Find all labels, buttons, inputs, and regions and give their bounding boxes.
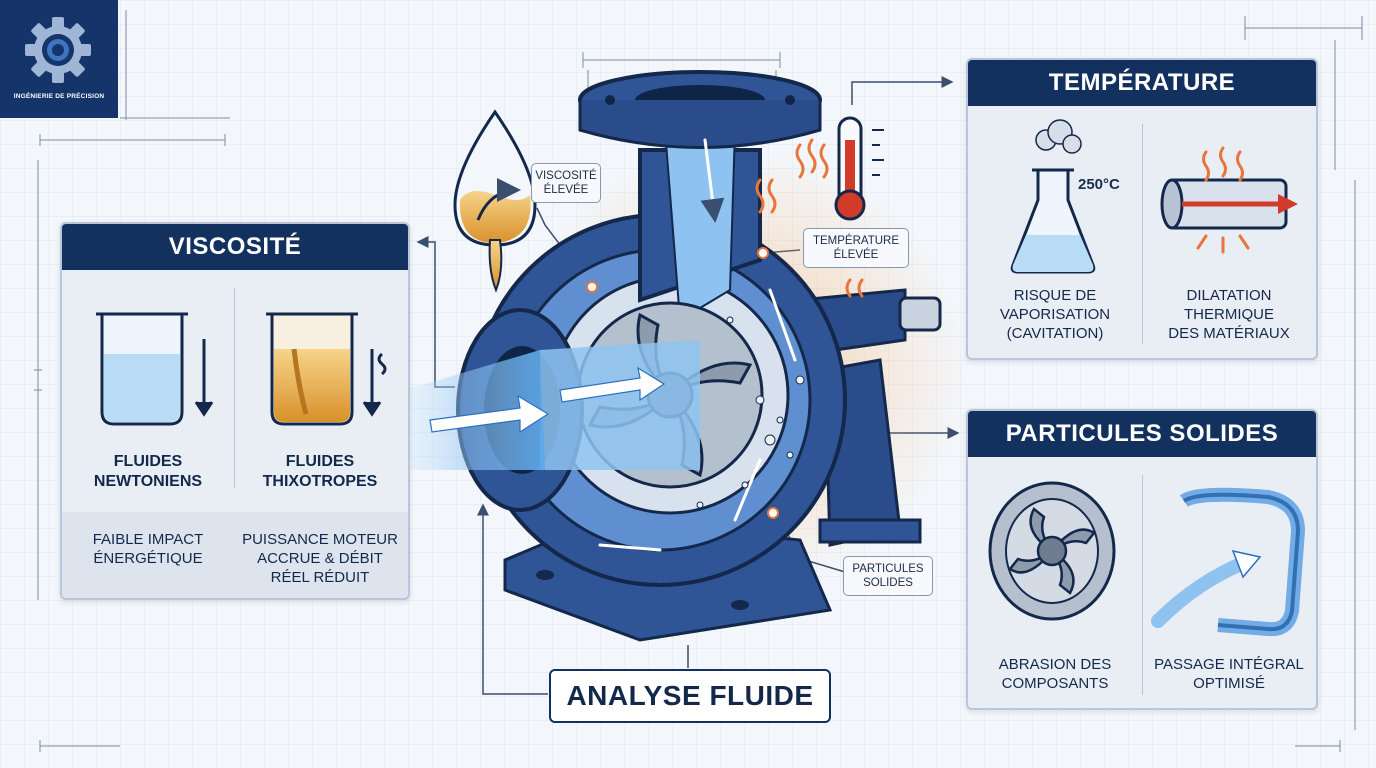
dimension-line-pump-top bbox=[582, 52, 781, 68]
arrow-down-icon bbox=[194, 339, 214, 417]
temperature-card-illustrations bbox=[1010, 119, 1298, 274]
label-thermal-expansion: DILATATION THERMIQUE DES MATÉRIAUX bbox=[1168, 287, 1290, 342]
particles-card-illustrations bbox=[988, 481, 1306, 637]
viscous-droplet-icon bbox=[453, 109, 537, 293]
particles-card: PARTICULES SOLIDES ABRASION DES COMPOSAN… bbox=[966, 409, 1318, 710]
frame-corner-top-left bbox=[120, 10, 230, 120]
viscosity-card: VISCOSITÉ FLUIDES NEWTONIENS FLUIDES THI… bbox=[60, 222, 410, 600]
pump-discharge-pipe bbox=[578, 70, 822, 322]
viscosity-card-title: VISCOSITÉ bbox=[62, 224, 408, 270]
thermometer-icon bbox=[834, 116, 884, 221]
particles-card-title: PARTICULES SOLIDES bbox=[968, 411, 1316, 457]
marker-dot-viscosity bbox=[586, 281, 598, 293]
callout-viscosity-high: VISCOSITÉ ÉLEVÉE bbox=[531, 163, 601, 203]
viscosity-card-divider bbox=[234, 288, 235, 488]
viscosity-card-illustrations bbox=[96, 312, 387, 426]
brand-logo: INGÉNIERIE DE PRÉCISION bbox=[0, 0, 118, 118]
logo-text: INGÉNIERIE DE PRÉCISION bbox=[13, 93, 105, 100]
label-component-abrasion: ABRASION DES COMPOSANTS bbox=[998, 656, 1112, 692]
dimension-line-top-left bbox=[39, 134, 226, 146]
particles-card-divider bbox=[1142, 475, 1143, 695]
flow-arrows bbox=[405, 138, 797, 552]
temperature-card-title: TEMPÉRATURE bbox=[968, 60, 1316, 106]
label-newtonian-fluids: FLUIDES NEWTONIENS bbox=[93, 453, 203, 490]
arrow-from-title bbox=[477, 503, 548, 695]
flask-steam-icon bbox=[1010, 119, 1096, 274]
gear-icon bbox=[25, 17, 91, 83]
open-channel-impeller-icon bbox=[1151, 487, 1306, 637]
frame-line-left bbox=[34, 160, 42, 600]
label-higher-power-reduced-flow: PUISSANCE MOTEUR ACCRUE & DÉBIT RÉEL RÉD… bbox=[242, 531, 398, 586]
temperature-value: 250°C bbox=[1078, 176, 1120, 193]
label-thixotropic-fluids: FLUIDES THIXOTROPES bbox=[262, 453, 378, 490]
label-vaporization-risk: RISQUE DE VAPORISATION (CAVITATION) bbox=[999, 287, 1111, 342]
arrow-to-temperature-card bbox=[851, 76, 954, 105]
temperature-card-divider bbox=[1142, 124, 1143, 344]
beaker-water-icon bbox=[96, 312, 188, 426]
callout-solid-particles: PARTICULES SOLIDES bbox=[843, 556, 933, 596]
dimension-line-bottom-left bbox=[39, 740, 120, 752]
arrow-down-wavy-icon bbox=[362, 349, 387, 417]
pipe-expansion-icon bbox=[1160, 146, 1298, 254]
marker-dot-temperature bbox=[757, 247, 769, 259]
heat-wave-icon bbox=[755, 138, 864, 298]
viscosity-impact-band bbox=[62, 512, 408, 598]
main-title: ANALYSE FLUIDE bbox=[549, 669, 831, 723]
dimension-line-top-right bbox=[1244, 16, 1363, 40]
label-optimized-full-passage: PASSAGE INTÉGRAL OPTIMISÉ bbox=[1154, 656, 1304, 692]
callout-temperature-high: TEMPÉRATURE ÉLEVÉE bbox=[803, 228, 909, 268]
dimension-line-bottom-right bbox=[1295, 740, 1341, 752]
label-low-energy-impact: FAIBLE IMPACT ÉNERGÉTIQUE bbox=[92, 531, 204, 567]
worn-impeller-icon bbox=[988, 481, 1116, 621]
solid-particles bbox=[696, 316, 805, 509]
marker-dot-particles bbox=[767, 507, 779, 519]
temperature-card: TEMPÉRATURE 250°C RISQUE DE VAPORISATION… bbox=[966, 58, 1318, 360]
beaker-thixotropic-icon bbox=[266, 312, 358, 426]
